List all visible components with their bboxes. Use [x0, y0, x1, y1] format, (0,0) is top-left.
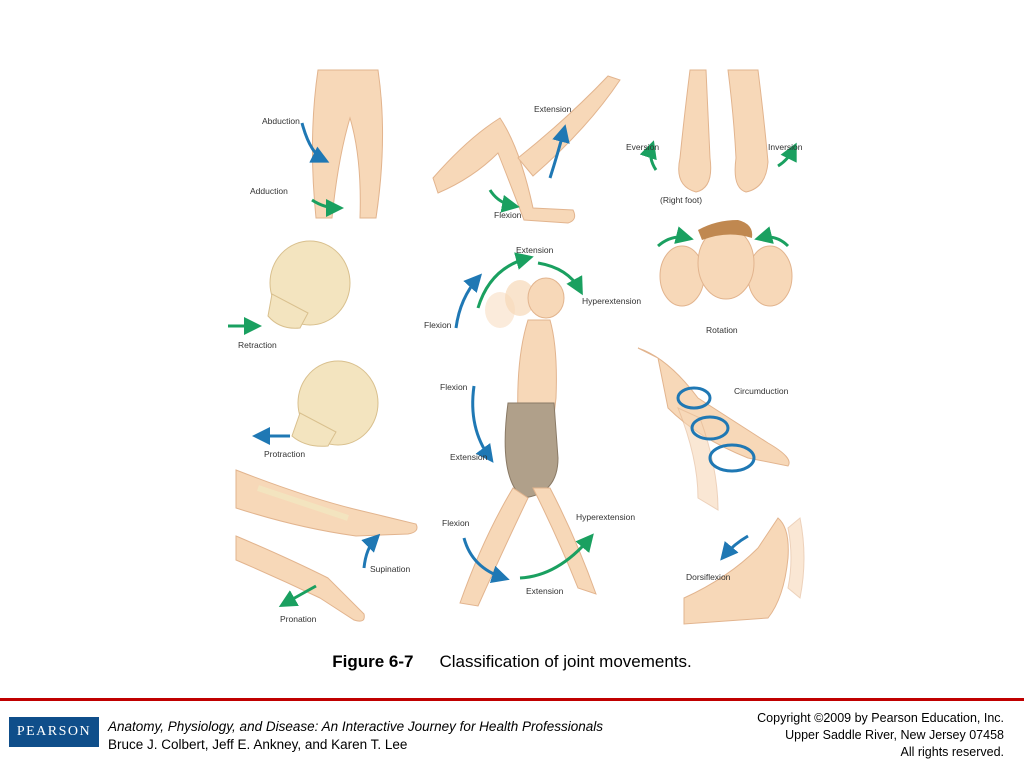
- walking-figure-illustration: Extension Hyperextension Flexion Flexion…: [424, 245, 641, 607]
- skull-retraction-illustration: Retraction: [228, 240, 351, 350]
- copyright-block: Copyright ©2009 by Pearson Education, In…: [757, 710, 1004, 761]
- ankle-dorsiflexion-illustration: Dorsiflexion: [683, 517, 805, 625]
- copyright-line-2: Upper Saddle River, New Jersey 07458: [785, 728, 1004, 742]
- label-circumduction: Circumduction: [734, 386, 789, 396]
- pearson-logo: PEARSON: [9, 717, 99, 747]
- label-adduction: Adduction: [250, 186, 288, 196]
- label-flexion-arm: Flexion: [440, 382, 468, 392]
- book-authors: Bruce J. Colbert, Jeff E. Ankney, and Ka…: [108, 737, 408, 752]
- label-protraction: Protraction: [264, 449, 305, 459]
- copyright-line-3: All rights reserved.: [900, 745, 1004, 759]
- label-supination: Supination: [370, 564, 410, 574]
- joint-movements-illustration: Abduction Adduction Extension Flexion Ev…: [228, 58, 828, 638]
- copyright-line-1: Copyright ©2009 by Pearson Education, In…: [757, 711, 1004, 725]
- label-hyperextension-head: Hyperextension: [582, 296, 641, 306]
- figure-number: Figure 6-7: [332, 652, 414, 671]
- legs-abduction-illustration: Abduction Adduction: [250, 69, 384, 219]
- label-extension-leg: Extension: [534, 104, 572, 114]
- label-rotation: Rotation: [706, 325, 738, 335]
- label-hyperextension-thigh: Hyperextension: [576, 512, 635, 522]
- skull-protraction-illustration: Protraction: [252, 360, 379, 459]
- label-flexion-head: Flexion: [424, 320, 452, 330]
- book-info: Anatomy, Physiology, and Disease: An Int…: [108, 718, 603, 754]
- label-abduction: Abduction: [262, 116, 300, 126]
- figure-caption-text: Classification of joint movements.: [439, 652, 692, 671]
- footer-divider: [0, 698, 1024, 701]
- knee-flexion-illustration: Extension Flexion: [432, 75, 621, 224]
- label-dorsiflexion: Dorsiflexion: [686, 572, 731, 582]
- label-eversion: Eversion: [626, 142, 659, 152]
- label-extension-arm: Extension: [450, 452, 488, 462]
- figure-caption: Figure 6-7 Classification of joint moveme…: [0, 652, 1024, 672]
- foot-eversion-illustration: Eversion Inversion (Right foot): [626, 69, 803, 205]
- label-extension-head: Extension: [516, 245, 554, 255]
- label-inversion: Inversion: [768, 142, 803, 152]
- arm-circumduction-illustration: Circumduction: [637, 347, 790, 511]
- book-title: Anatomy, Physiology, and Disease: An Int…: [108, 719, 603, 734]
- label-flexion-thigh: Flexion: [442, 518, 470, 528]
- head-rotation-illustration: Rotation: [657, 220, 793, 335]
- forearm-supination-illustration: Supination Pronation: [235, 469, 418, 624]
- label-right-foot: (Right foot): [660, 195, 702, 205]
- label-extension-thigh: Extension: [526, 586, 564, 596]
- label-pronation: Pronation: [280, 614, 317, 624]
- label-retraction: Retraction: [238, 340, 277, 350]
- label-flexion-leg: Flexion: [494, 210, 522, 220]
